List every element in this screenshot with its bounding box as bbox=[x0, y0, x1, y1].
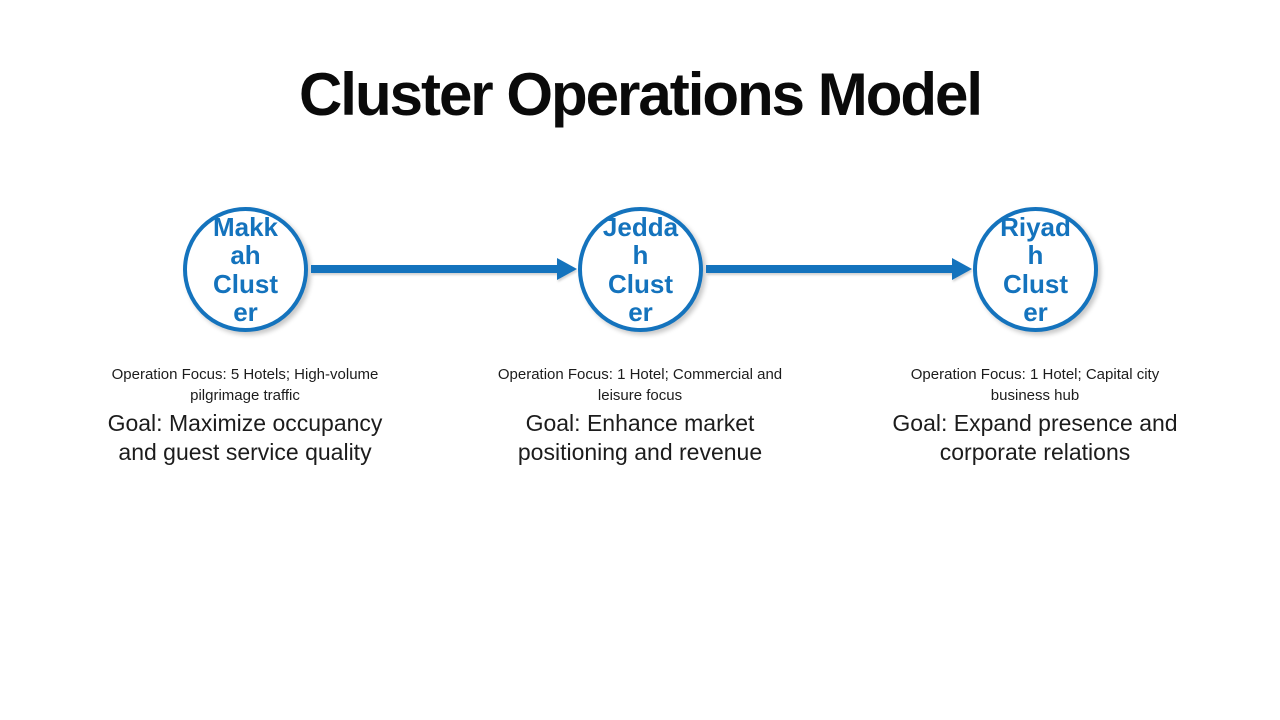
flow-arrow-makkah-to-jeddah bbox=[311, 258, 577, 280]
cluster-node-jeddah-label: Jedda h Clust er bbox=[602, 212, 679, 327]
cluster-node-jeddah: Jedda h Clust er bbox=[578, 207, 703, 332]
cluster-description-riyadh: Operation Focus: 1 Hotel; Capital city b… bbox=[855, 364, 1215, 467]
operation-focus-text: Operation Focus: 5 Hotels; High-volume p… bbox=[111, 366, 379, 404]
cluster-node-makkah-label: Makk ah Clust er bbox=[212, 212, 279, 327]
operation-focus-text: Operation Focus: 1 Hotel; Commercial and… bbox=[497, 366, 783, 404]
operation-focus-text: Operation Focus: 1 Hotel; Capital city b… bbox=[910, 366, 1160, 404]
goal-text: Goal: Enhance market positioning and rev… bbox=[517, 410, 763, 465]
cluster-node-riyadh: Riyad h Clust er bbox=[973, 207, 1098, 332]
cluster-node-riyadh-label: Riyad h Clust er bbox=[1000, 212, 1071, 327]
flow-arrow-jeddah-to-riyadh bbox=[706, 258, 972, 280]
cluster-node-makkah: Makk ah Clust er bbox=[183, 207, 308, 332]
arrow-shaft bbox=[706, 265, 952, 273]
goal-text: Goal: Maximize occupancy and guest servi… bbox=[107, 410, 383, 465]
page-title: Cluster Operations Model bbox=[298, 61, 983, 128]
cluster-description-jeddah: Operation Focus: 1 Hotel; Commercial and… bbox=[460, 364, 820, 467]
right-arrow-icon bbox=[952, 258, 972, 280]
goal-text: Goal: Expand presence and corporate rela… bbox=[892, 410, 1178, 465]
right-arrow-icon bbox=[557, 258, 577, 280]
arrow-shaft bbox=[311, 265, 557, 273]
cluster-description-makkah: Operation Focus: 5 Hotels; High-volume p… bbox=[65, 364, 425, 467]
